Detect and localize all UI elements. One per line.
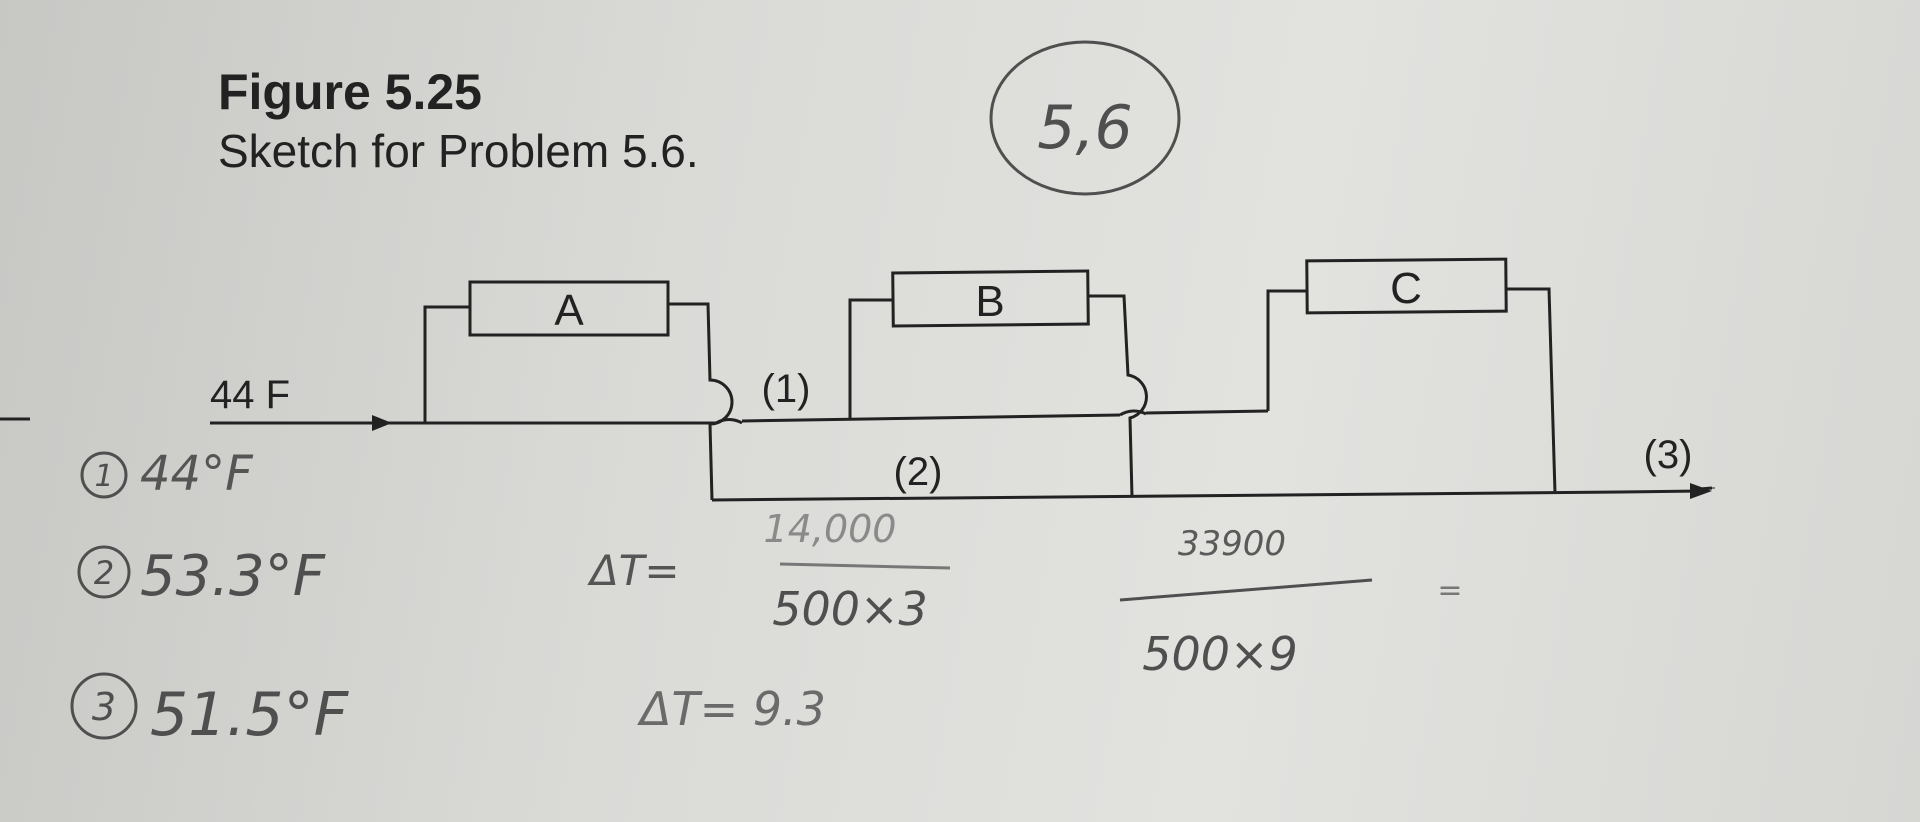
output-line — [1619, 489, 1701, 494]
lower-line — [711, 490, 1621, 502]
box-a — [468, 280, 670, 337]
figure-caption: Figure 5.25 Sketch for Problem 5.6. — [218, 62, 699, 180]
bypass-c-left — [1266, 289, 1307, 411]
input-arrow-head — [372, 415, 392, 431]
bypass-b-left — [848, 298, 893, 420]
state-2-value: 53.3°F — [140, 544, 326, 609]
box-c-label: C — [1390, 264, 1422, 313]
figure-caption-text: Sketch for Problem 5.6. — [218, 125, 699, 177]
box-a-label: A — [554, 286, 584, 335]
problem-tag-circle — [989, 40, 1181, 196]
state-1-circle — [80, 451, 128, 499]
box-b-label: B — [975, 277, 1004, 326]
point-1-label: (1) — [762, 367, 811, 411]
input-temperature-label: 44 F — [210, 373, 290, 417]
fraction-1-numerator: 14,000 — [764, 507, 897, 551]
output-arrow-head — [1690, 483, 1712, 499]
fraction-2-numerator: 33900 — [1178, 524, 1286, 564]
state-3-number: 3 — [92, 685, 116, 729]
state-2-number: 2 — [94, 554, 114, 592]
main-line-segment-2 — [741, 413, 1121, 423]
state-3-circle — [70, 672, 138, 740]
main-line-hop-2 — [1119, 409, 1147, 417]
main-line-segment-3 — [1145, 409, 1269, 415]
delta-t-label: ΔT= — [587, 546, 680, 595]
output-line-tail — [1699, 486, 1713, 491]
fraction-2-denominator: 500×9 — [1142, 627, 1298, 681]
point-3-label: (3) — [1644, 433, 1693, 477]
state-3-value: 51.5°F — [150, 680, 350, 750]
fraction-2-equals: = — [1437, 573, 1462, 608]
bypass-c-right — [1506, 287, 1557, 494]
figure-number: Figure 5.25 — [218, 64, 482, 120]
fraction-1-bar — [779, 562, 951, 570]
fraction-2-bar — [1119, 578, 1373, 602]
state-2-circle — [77, 545, 131, 599]
point-2-label: (2) — [894, 450, 943, 494]
bypass-b-right — [1088, 294, 1148, 498]
bypass-a-left — [423, 305, 470, 423]
box-b — [891, 269, 1090, 328]
problem-tag: 5,6 — [1037, 93, 1132, 163]
state-1-number: 1 — [94, 459, 113, 494]
delta-t-result: ΔT= 9.3 — [637, 682, 826, 736]
fraction-1-denominator: 500×3 — [772, 582, 928, 636]
bypass-a-right — [668, 302, 734, 501]
state-1-value: 44°F — [140, 446, 254, 502]
box-c — [1305, 257, 1508, 315]
